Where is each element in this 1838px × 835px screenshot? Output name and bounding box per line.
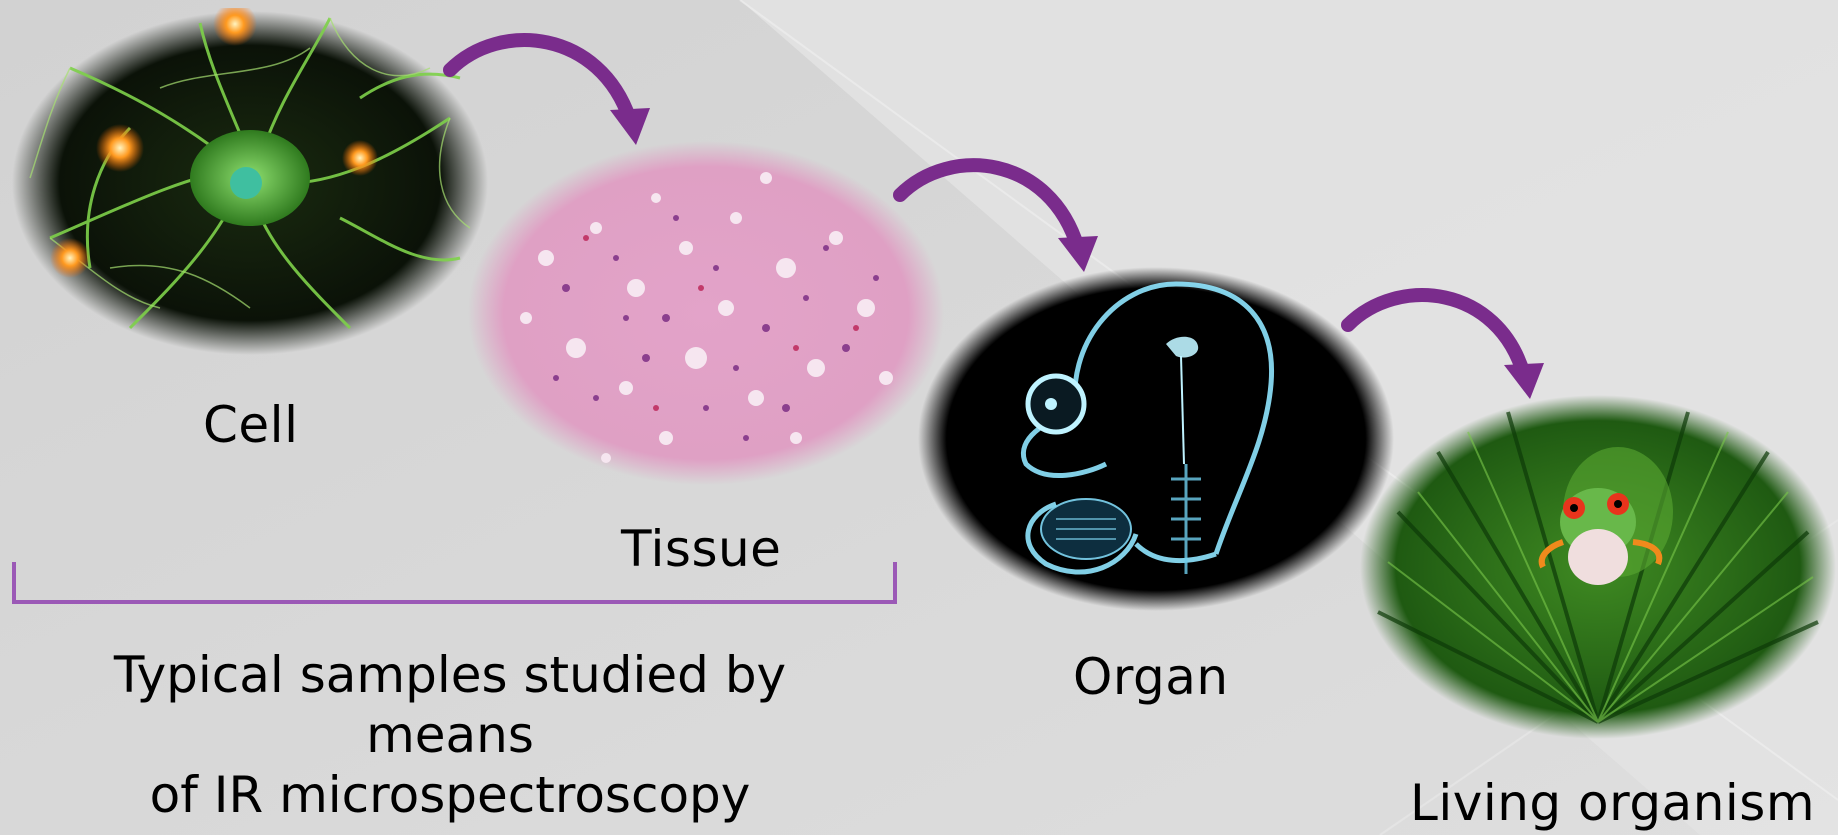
tissue-label: Tissue <box>621 520 781 578</box>
living-organism-label: Living organism <box>1410 774 1815 832</box>
caption: Typical samples studied by means of IR m… <box>30 645 870 825</box>
cell-label: Cell <box>203 396 298 454</box>
organ-image <box>916 264 1396 614</box>
cell-image <box>10 8 490 358</box>
organ-label: Organ <box>1073 648 1229 706</box>
caption-line-2: of IR microspectroscopy <box>30 765 870 825</box>
tissue-image <box>466 138 946 488</box>
caption-line-1: Typical samples studied by means <box>30 645 870 765</box>
living-organism-image <box>1358 392 1838 742</box>
